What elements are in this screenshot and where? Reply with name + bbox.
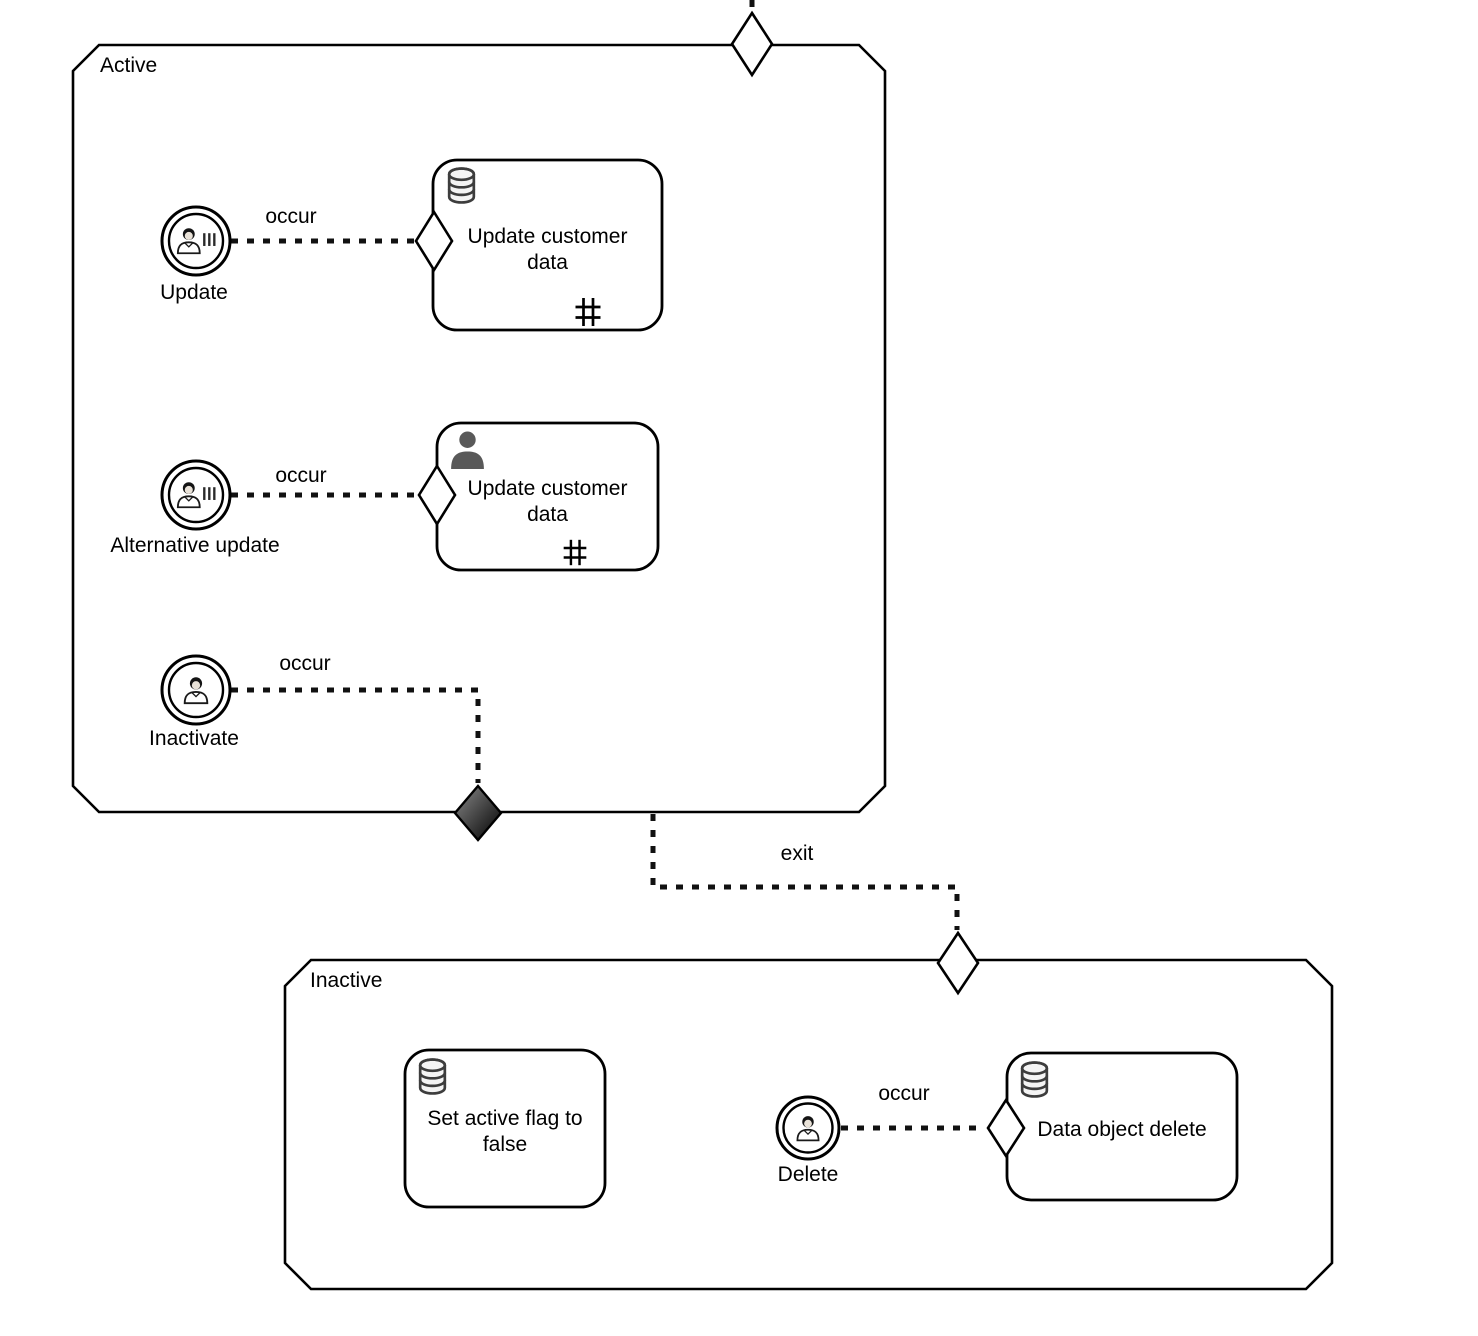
event-update[interactable] <box>160 205 232 277</box>
event-update-label: Update <box>160 281 228 304</box>
event-inactivate[interactable] <box>160 654 232 726</box>
connector-inactivate-occur[interactable] <box>231 687 481 783</box>
edge-occur-label: occur <box>275 464 327 487</box>
database-icon <box>418 1058 447 1095</box>
database-icon <box>447 167 476 204</box>
edge-occur-label: occur <box>878 1082 930 1105</box>
sentry-active-entry[interactable] <box>730 10 774 78</box>
task-data-object-delete-label: Data object delete <box>1037 1118 1207 1141</box>
milestone-active-exit[interactable] <box>453 784 503 842</box>
edge-occur-label: occur <box>265 205 317 228</box>
sentry-task-update-db[interactable] <box>414 209 454 273</box>
event-alternative-update-label: Alternative update <box>110 534 280 557</box>
stage-inactive-label: Inactive <box>310 969 383 992</box>
sentry-task-data-object-delete[interactable] <box>986 1097 1026 1159</box>
edge-exit-label: exit <box>780 842 814 865</box>
event-alternative-update[interactable] <box>160 459 232 531</box>
event-inactivate-label: Inactivate <box>149 727 239 750</box>
stage-active-label: Active <box>100 54 158 77</box>
event-delete[interactable] <box>775 1095 841 1161</box>
task-update-customer-data-db-label: Update customer data <box>467 225 628 274</box>
task-update-customer-data-user-label: Update customer data <box>467 477 628 526</box>
event-delete-label: Delete <box>777 1163 839 1186</box>
sentry-task-update-user[interactable] <box>417 463 457 527</box>
connector-exit[interactable] <box>650 814 960 930</box>
database-icon <box>1020 1061 1049 1098</box>
task-set-active-flag-false-label: Set active flag to false <box>427 1107 583 1156</box>
task-set-active-flag-false[interactable] <box>403 1048 607 1209</box>
sentry-inactive-entry[interactable] <box>936 930 980 996</box>
edge-occur-label: occur <box>279 652 331 675</box>
